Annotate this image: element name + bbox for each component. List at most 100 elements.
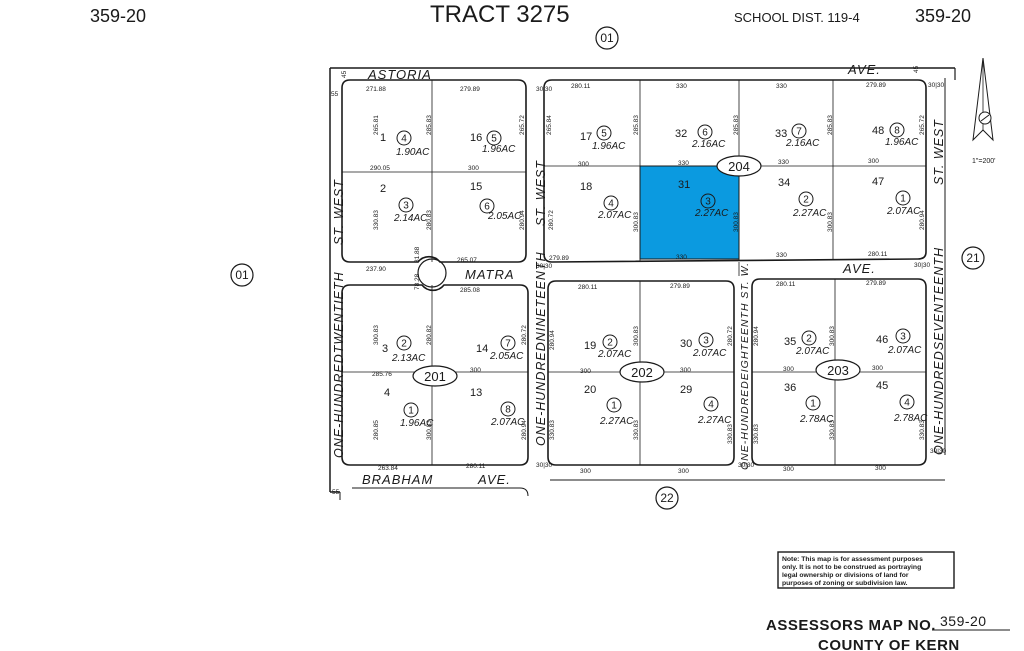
parcel-acreage: 2.27AC bbox=[792, 208, 827, 219]
book-ref-right: 21 bbox=[961, 246, 985, 270]
dimension: 280.72 bbox=[521, 325, 528, 345]
parcel-number: 2 bbox=[806, 334, 812, 345]
dimension: 300 bbox=[783, 366, 794, 373]
dimension: 55 bbox=[331, 91, 339, 98]
lot-14: 14 bbox=[476, 343, 488, 355]
dimension: 30|30 bbox=[930, 448, 947, 455]
parcel-number: 2 bbox=[607, 338, 613, 349]
dimension: 300 bbox=[468, 165, 479, 172]
lot-4: 4 bbox=[384, 387, 390, 399]
dimension: 30|30 bbox=[738, 462, 755, 469]
assessors-map-label: ASSESSORS MAP NO. bbox=[766, 617, 936, 634]
dimension: 330 bbox=[778, 159, 789, 166]
dimension: 280.94 bbox=[519, 210, 526, 230]
assessors-map-number: 359-20 bbox=[940, 613, 987, 629]
parcel-acreage: 2.07AC bbox=[795, 346, 830, 357]
dimension: 280.94 bbox=[753, 326, 760, 346]
dimension: 45 bbox=[341, 70, 348, 78]
parcel-acreage: 2.07AC bbox=[597, 349, 632, 360]
parcel-number: 4 bbox=[401, 134, 407, 145]
lot-29: 29 bbox=[680, 384, 692, 396]
book-ref-top: 01 bbox=[595, 26, 619, 50]
dimension: 279.89 bbox=[670, 283, 690, 290]
street-119th: ONE-HUNDREDNINETEENTH bbox=[534, 251, 548, 446]
lot-20: 20 bbox=[584, 384, 596, 396]
dimension: 330.83 bbox=[829, 420, 836, 440]
lot-45: 45 bbox=[876, 380, 888, 392]
north-arrow-icon: 1"=200' bbox=[972, 57, 995, 165]
dimension: 330 bbox=[776, 83, 787, 90]
parcel-number: 1 bbox=[611, 401, 617, 412]
dimension: 279.89 bbox=[866, 280, 886, 287]
lot-46: 46 bbox=[876, 334, 888, 346]
dimension: 280.83 bbox=[426, 210, 433, 230]
parcel-number: 3 bbox=[900, 332, 906, 343]
parcel-acreage: 1.96AC bbox=[592, 141, 626, 152]
lot-47: 47 bbox=[872, 176, 884, 188]
lot-17: 17 bbox=[580, 131, 592, 143]
highlighted-parcel-lot-31[interactable] bbox=[639, 165, 740, 260]
parcel-acreage: 2.27AC bbox=[694, 208, 729, 219]
street-matra-ave: AVE. bbox=[842, 261, 876, 276]
note-line-1: Note: This map is for assessment purpose… bbox=[782, 556, 923, 563]
dimension: 280.11 bbox=[776, 281, 796, 288]
lot-lines bbox=[342, 80, 926, 465]
street-brabham: BRABHAM bbox=[362, 472, 433, 487]
parcel-acreage: 2.05AC bbox=[487, 211, 522, 222]
parcel-labels: 4 1.90AC 5 1.96AC 3 2.14AC 6 2.05AC 5 1.… bbox=[391, 122, 928, 429]
dimension: 300 bbox=[872, 365, 883, 372]
parcel-acreage: 1.96AC bbox=[482, 144, 516, 155]
dimension: 300 bbox=[868, 158, 879, 165]
parcel-number: 2 bbox=[401, 339, 407, 350]
street-117th-suffix: ST. WEST bbox=[932, 119, 946, 185]
lot-31: 31 bbox=[678, 179, 690, 191]
block-outlines bbox=[341, 79, 927, 466]
lot-36: 36 bbox=[784, 382, 796, 394]
parcel-number: 5 bbox=[601, 129, 607, 140]
dimension: 30|30 bbox=[914, 262, 931, 269]
dimension: 285.83 bbox=[426, 115, 433, 135]
dimension: 31.88 bbox=[414, 246, 421, 263]
dimension: 285.83 bbox=[827, 115, 834, 135]
school-district: SCHOOL DIST. 119-4 bbox=[734, 10, 860, 25]
dimension: 330.83 bbox=[753, 424, 760, 444]
parcel-number: 7 bbox=[505, 339, 511, 350]
parcel-acreage: 2.13AC bbox=[391, 353, 426, 364]
cul-de-sac bbox=[417, 258, 447, 288]
dimension: 330 bbox=[676, 254, 687, 261]
dimension: 265.84 bbox=[546, 115, 553, 135]
dimension: 330.83 bbox=[919, 420, 926, 440]
dimension: 280.94 bbox=[549, 330, 556, 350]
dimension: 300.83 bbox=[733, 212, 740, 232]
book-ref-bottom: 22 bbox=[655, 486, 679, 510]
lot-32: 32 bbox=[675, 128, 687, 140]
note-line-3: legal ownership or divisions of land for bbox=[782, 572, 909, 579]
dimension: 285.83 bbox=[733, 115, 740, 135]
parcel-acreage: 1.96AC bbox=[885, 137, 919, 148]
dimension: 265.07 bbox=[457, 257, 477, 264]
block-204 bbox=[543, 79, 927, 263]
map-number-right: 359-20 bbox=[915, 6, 971, 26]
parcel-number: 2 bbox=[803, 195, 809, 206]
dimension: 300.83 bbox=[426, 420, 433, 440]
book-ref-top-label: 01 bbox=[600, 31, 614, 45]
block-label-204: 204 bbox=[716, 155, 762, 177]
dimension: 300.83 bbox=[827, 212, 834, 232]
street-brabham-ave: AVE. bbox=[477, 472, 511, 487]
block-number-201: 201 bbox=[424, 369, 446, 384]
parcel-number: 8 bbox=[505, 405, 511, 416]
dimension: 55 bbox=[332, 489, 340, 496]
dimension: 279.89 bbox=[549, 255, 569, 262]
book-ref-left: 01 bbox=[230, 263, 254, 287]
dimension: 330 bbox=[776, 252, 787, 259]
note-line-4: purposes of zoning or subdivision law. bbox=[782, 580, 908, 587]
parcel-number: 4 bbox=[708, 400, 714, 411]
parcel-acreage: 2.05AC bbox=[489, 351, 524, 362]
block-201-south bbox=[341, 284, 529, 466]
dimension: 280.72 bbox=[727, 326, 734, 346]
dimension: 285.83 bbox=[633, 115, 640, 135]
dimension: 263.84 bbox=[378, 465, 398, 472]
block-label-203: 203 bbox=[815, 359, 861, 381]
dimension: 285.76 bbox=[372, 371, 392, 378]
